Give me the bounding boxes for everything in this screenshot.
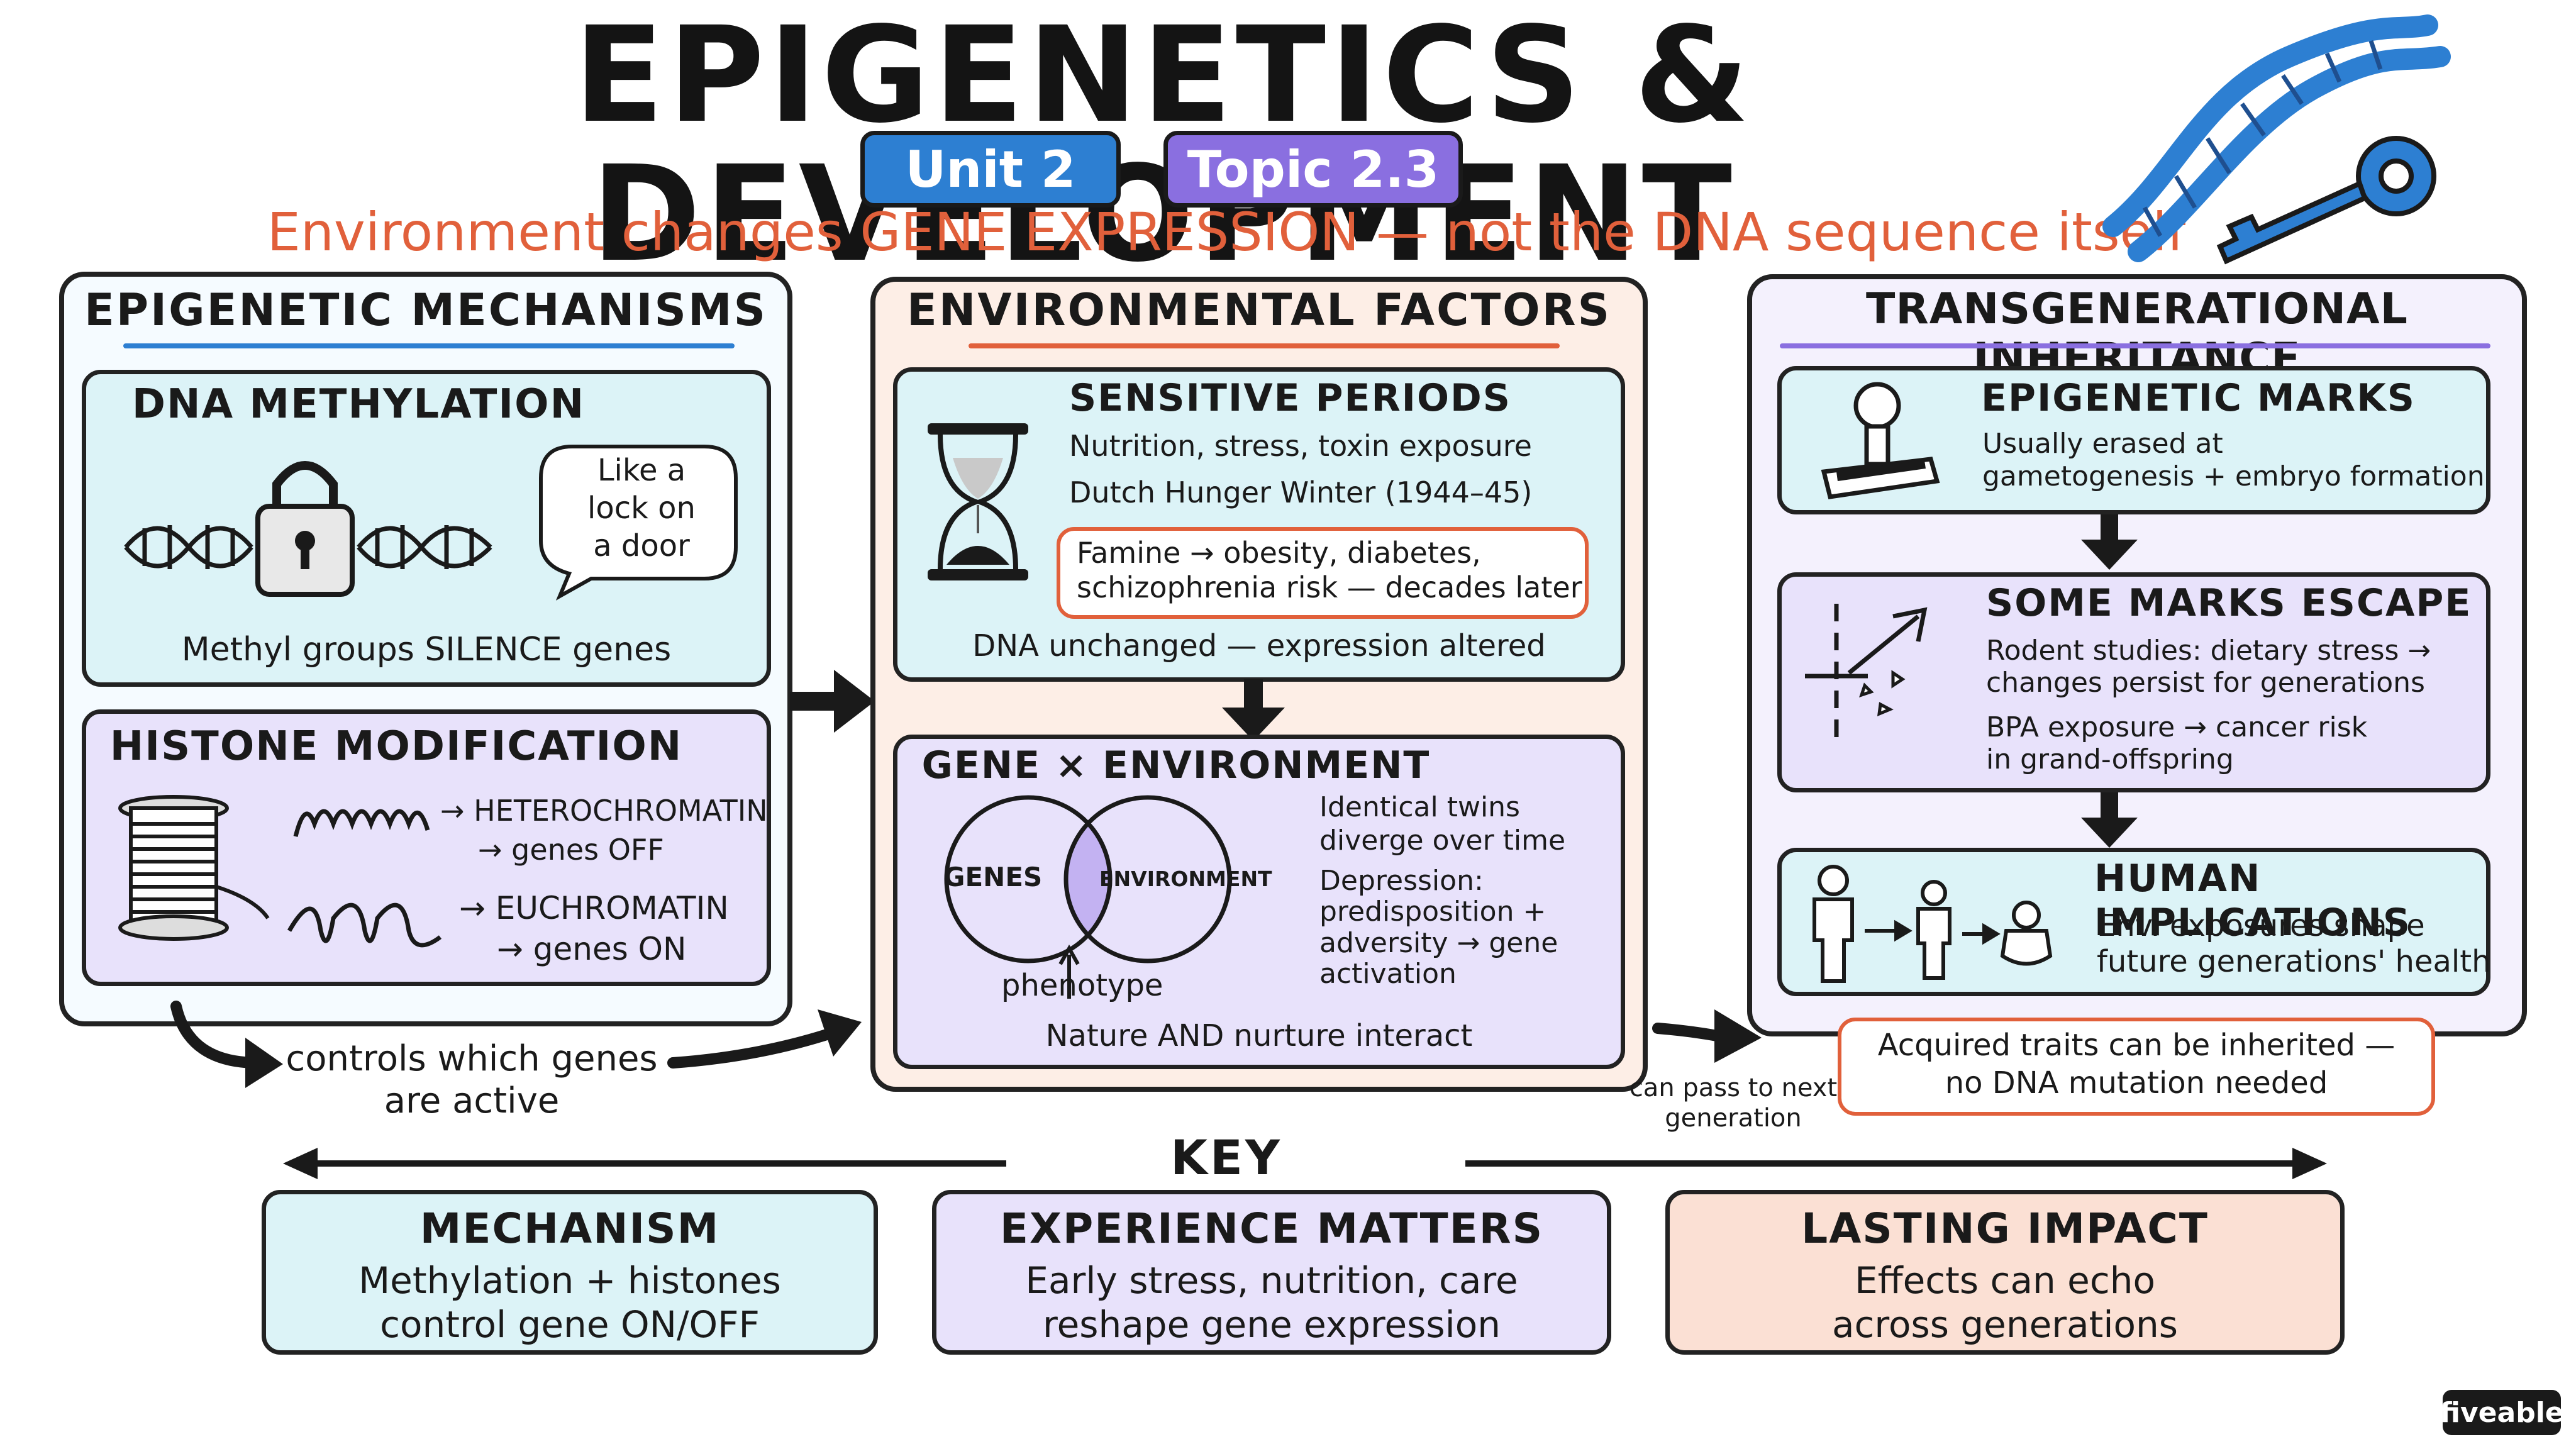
- takeaways-line-left: [283, 1148, 1006, 1179]
- coil-tight-icon: [293, 809, 430, 837]
- pass-text: can pass to next generation: [1629, 1074, 1838, 1133]
- heterochromatin-text: → HETEROCHROMATIN → genes OFF: [440, 794, 768, 867]
- sensitive-periods-card: [893, 367, 1625, 682]
- heading-underline: [1780, 343, 2490, 348]
- takeaway-title: MECHANISM: [419, 1204, 720, 1253]
- venn-environment-label: ENVIRONMENT: [1099, 867, 1272, 891]
- unit-badge: Unit 2: [860, 131, 1121, 208]
- curved-arrow-icon: [170, 1001, 283, 1088]
- human-implications-title: HUMAN IMPLICATIONS: [2094, 857, 2412, 945]
- sensitive-line1: Nutrition, stress, toxin exposure: [1069, 429, 1532, 463]
- takeaway-title: EXPERIENCE MATTERS: [999, 1204, 1544, 1253]
- page-title: EPIGENETICS & DEVELOPMENT: [574, 0, 1753, 291]
- marks-escape-title: SOME MARKS ESCAPE: [1986, 581, 2472, 625]
- coil-loose-icon: [287, 902, 442, 948]
- arrow-right-icon: [790, 670, 875, 733]
- bubble-text: Like a lock on a door: [587, 453, 696, 564]
- famine-callout: [1057, 527, 1589, 619]
- arrow-down-icon: [2081, 514, 2138, 570]
- escape-icon: [1805, 604, 1928, 748]
- generations-icon: [1813, 865, 2053, 983]
- rodent-text: Rodent studies: dietary stress → changes…: [1986, 635, 2431, 699]
- arrow-down-icon: [2081, 792, 2138, 848]
- epigenetic-marks-text: Usually erased at gametogenesis + embryo…: [1982, 428, 2485, 492]
- mechanisms-heading: EPIGENETIC MECHANISMS: [84, 284, 768, 336]
- lock-dna-icon: [124, 461, 492, 597]
- phenotype-label: phenotype: [1001, 968, 1163, 1003]
- dna-key-icon: [2102, 14, 2451, 265]
- sensitive-line2: Dutch Hunger Winter (1944–45): [1069, 475, 1533, 509]
- bpa-text: BPA exposure → cancer risk in grand-offs…: [1986, 711, 2368, 775]
- topic-badge: Topic 2.3: [1163, 131, 1463, 208]
- human-implications-text: Env. exposures shape future generations'…: [2097, 908, 2491, 979]
- methylation-caption: Methyl groups SILENCE genes: [181, 631, 672, 669]
- epigenetic-marks-title: EPIGENETIC MARKS: [1981, 376, 2416, 420]
- sensitive-periods-title: SENSITIVE PERIODS: [1069, 376, 1512, 420]
- euchromatin-text: → EUCHROMATIN → genes ON: [459, 890, 729, 967]
- controls-text: controls which genes are active: [286, 1038, 658, 1122]
- heading-underline: [123, 343, 735, 348]
- sensitive-caption: DNA unchanged — expression altered: [972, 628, 1546, 663]
- subtitle: Environment changes GENE EXPRESSION — no…: [267, 201, 2186, 263]
- acquired-traits-callout: [1838, 1018, 2435, 1116]
- famine-text: Famine → obesity, diabetes, schizophreni…: [1077, 536, 1582, 605]
- stamp-icon: [1821, 382, 1940, 499]
- histone-title: HISTONE MODIFICATION: [109, 723, 683, 770]
- venn-genes-label: GENES: [943, 862, 1043, 892]
- dna-methylation-title: DNA METHYLATION: [131, 381, 586, 428]
- takeaway-card: EXPERIENCE MATTERS Early stress, nutriti…: [932, 1190, 1611, 1355]
- hourglass-icon: [928, 423, 1028, 580]
- brand-logo[interactable]: fiveable: [2440, 1390, 2564, 1435]
- takeaways-line-right: [1465, 1148, 2327, 1179]
- spool-icon: [118, 795, 270, 941]
- gene-environment-title: GENE × ENVIRONMENT: [921, 743, 1431, 787]
- speech-bubble: [539, 445, 738, 601]
- acquired-traits-text: Acquired traits can be inherited — no DN…: [1877, 1028, 2396, 1101]
- twins-text: Identical twins diverge over time: [1319, 791, 1566, 857]
- gene-environment-card: [893, 735, 1625, 1069]
- heading-underline: [969, 343, 1560, 348]
- arrow-down-icon: [1222, 679, 1285, 741]
- gxe-caption: Nature AND nurture interact: [1045, 1018, 1473, 1053]
- environment-heading: ENVIRONMENTAL FACTORS: [906, 284, 1612, 336]
- arrow-to-environment-icon: [667, 1009, 862, 1069]
- epigenetic-marks-card: [1777, 366, 2490, 514]
- arrow-to-inheritance-icon: [1652, 1009, 1762, 1063]
- takeaway-title: LASTING IMPACT: [1801, 1204, 2209, 1253]
- venn-diagram: [944, 795, 1232, 999]
- depression-text: Depression: predisposition + adversity →…: [1319, 865, 1558, 990]
